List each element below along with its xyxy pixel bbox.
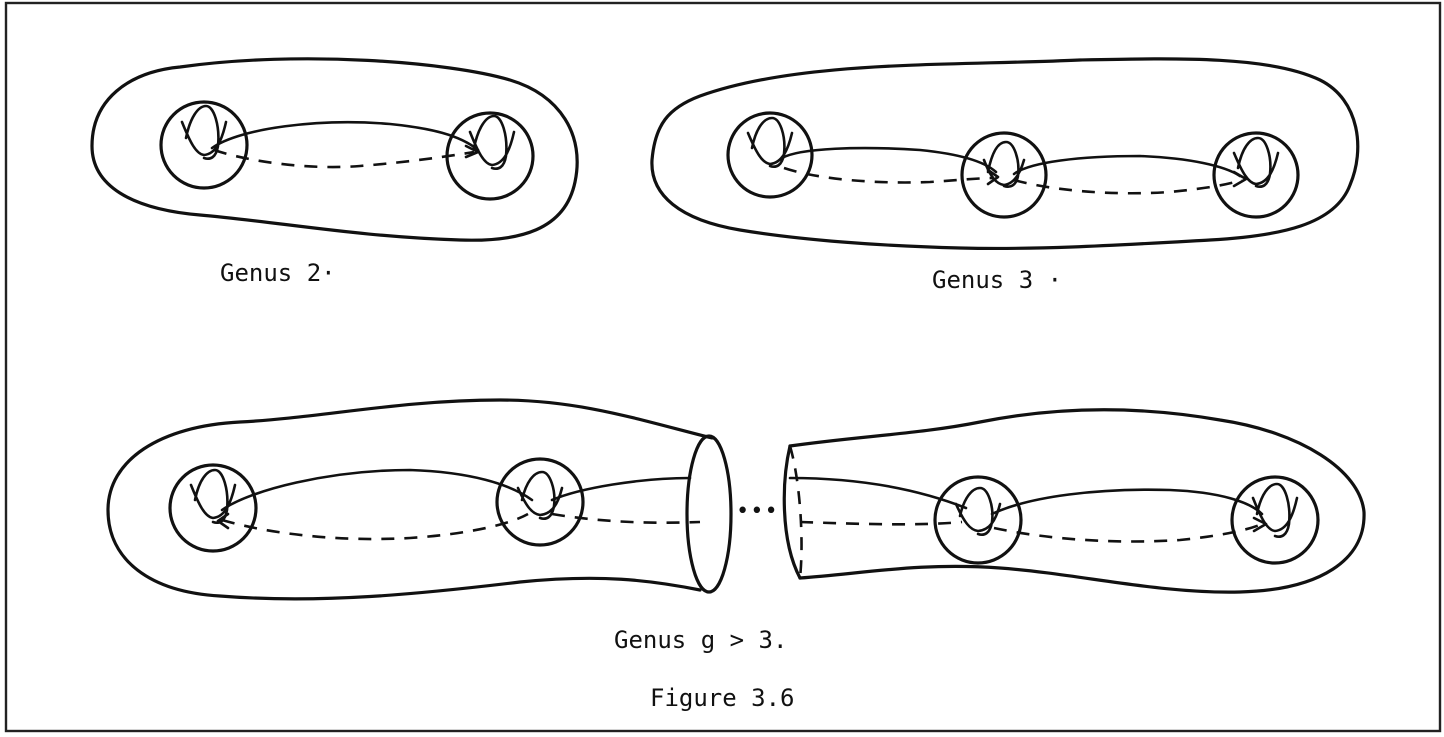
genus-3-hole-1-icon xyxy=(746,116,794,168)
genus-3-connecting-curve-1 xyxy=(780,146,998,174)
genus-2-label: Genus 2· xyxy=(220,259,336,287)
genus-g-connecting-curve-4 xyxy=(990,488,1264,516)
genus-2-arrowhead xyxy=(464,144,480,159)
genus-g-dashed-curve-2 xyxy=(551,512,701,525)
genus-3-arrowhead-1 xyxy=(986,168,1000,186)
genus-g-right-outline xyxy=(788,408,1366,594)
genus-g-connecting-curve-1 xyxy=(220,468,534,512)
genus-g-hole-1-icon xyxy=(189,468,237,524)
genus-3-connecting-curve-2 xyxy=(1012,154,1242,178)
genus-2-connecting-curve xyxy=(210,120,480,152)
genus-g-ellipsis: ••• xyxy=(736,499,779,524)
genus-g-hole-2-icon xyxy=(516,470,564,520)
genus-2-hole-left-icon xyxy=(180,104,228,160)
genus-g-right-cut-dashed xyxy=(788,445,803,579)
genus-3-outline xyxy=(650,57,1360,251)
genus-g-handle-ring-3 xyxy=(933,475,1023,565)
genus-g-left-outline xyxy=(106,398,714,601)
genus-3-label: Genus 3 · xyxy=(932,266,1062,294)
genus-3-handle-ring-1 xyxy=(726,111,814,199)
genus-g-dashed-curve-1 xyxy=(221,512,529,541)
figure-caption: Figure 3.6 xyxy=(650,684,795,712)
genus-3-handle-ring-3 xyxy=(1212,131,1300,219)
genus-2-hole-right-icon xyxy=(468,114,516,170)
genus-2-outline xyxy=(90,57,579,242)
genus-g-right-cut-edge xyxy=(782,444,802,580)
genus-g-label: Genus g > 3. xyxy=(614,626,787,654)
genus-2-surface: Genus 2· xyxy=(90,57,579,287)
figure-frame xyxy=(4,1,1442,733)
genus-g-connecting-curve-2 xyxy=(550,476,692,502)
genus-g-right-surface xyxy=(782,408,1366,594)
genus-2-dashed-curve xyxy=(213,148,475,169)
genus-g-handle-ring-4 xyxy=(1230,475,1320,565)
genus-3-arrowhead-2 xyxy=(1232,170,1248,188)
genus-3-dashed-curve-1 xyxy=(783,166,995,184)
genus-g-connecting-curve-3 xyxy=(788,476,968,510)
genus-3-hole-3-icon xyxy=(1232,136,1280,188)
genus-2-handle-ring-right xyxy=(445,111,535,201)
genus-g-dashed-curve-4 xyxy=(993,522,1263,543)
genus-3-surface: Genus 3 · xyxy=(650,57,1360,294)
genus-g-cut-ellipse xyxy=(685,434,733,594)
genus-3-handle-ring-2 xyxy=(960,131,1048,219)
genus-3-dashed-curve-2 xyxy=(1013,178,1243,195)
genus-g-handle-ring-2 xyxy=(495,457,585,547)
genus-g-dashed-curve-3 xyxy=(799,520,963,526)
genus-2-handle-ring-left xyxy=(159,100,249,190)
genus-g-arrowhead-2 xyxy=(1252,516,1268,533)
genus-g-hole-3-icon xyxy=(954,486,1002,536)
genus-g-handle-ring-1 xyxy=(168,463,258,553)
genus-g-left-surface xyxy=(106,398,733,601)
genus-g-arrowhead-1 xyxy=(216,512,230,530)
